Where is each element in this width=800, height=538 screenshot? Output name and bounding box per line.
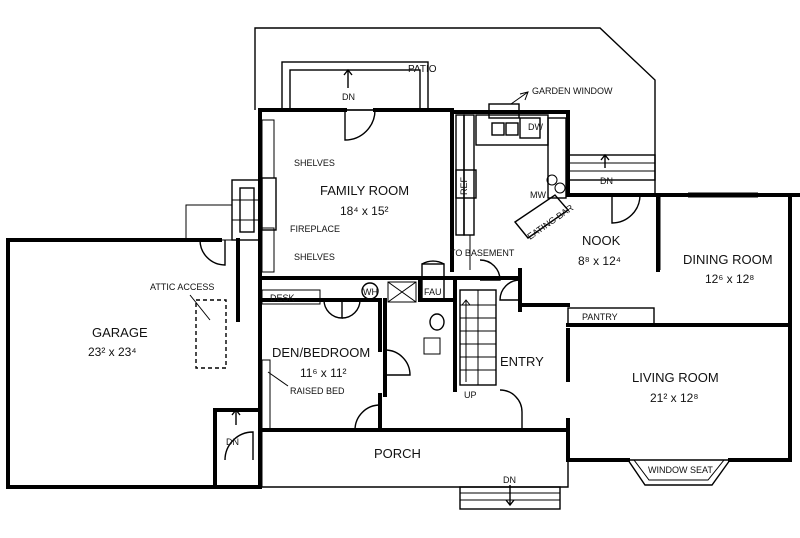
nook-dim: 8⁸ x 12⁴ — [578, 254, 621, 268]
family-room-label: FAMILY ROOM — [320, 183, 409, 198]
pantry-label: PANTRY — [582, 312, 618, 322]
garage-dn-label: DN — [226, 437, 239, 447]
nook-label: NOOK — [582, 233, 621, 248]
to-basement-label: TO BASEMENT — [450, 248, 515, 258]
eating-bar-label: EATING BAR — [525, 202, 575, 241]
living-room-bay — [626, 459, 732, 486]
living-room-label: LIVING ROOM — [632, 370, 719, 385]
den-bedroom-label: DEN/BEDROOM — [272, 345, 370, 360]
dining-room-dim: 12⁶ x 12⁸ — [705, 272, 754, 286]
garage-dim: 23² x 23⁴ — [88, 345, 137, 359]
walls — [6, 108, 800, 489]
family-room-details — [185, 109, 376, 273]
fireplace-label: FIREPLACE — [290, 224, 340, 234]
porch-label: PORCH — [374, 446, 421, 461]
deck-dn-label: DN — [600, 176, 613, 186]
dining-room-label: DINING ROOM — [683, 252, 773, 267]
window-seat-label: WINDOW SEAT — [648, 465, 713, 475]
desk-label: DESK — [270, 293, 295, 303]
den-bedroom-dim: 11⁶ x 11² — [300, 366, 347, 380]
wh-label: WH — [363, 287, 378, 297]
kitchen — [455, 91, 570, 270]
garage-details — [7, 265, 254, 461]
living-room-dim: 21² x 12⁸ — [650, 391, 698, 405]
porch-dn-label: DN — [503, 475, 516, 485]
mw-label: MW — [530, 190, 546, 200]
patio-dn-label: DN — [342, 92, 355, 102]
porch — [259, 430, 569, 510]
garage-label: GARAGE — [92, 325, 148, 340]
garden-window-label: GARDEN WINDOW — [532, 86, 613, 96]
patio-label: PATIO — [408, 64, 437, 75]
ref-label: REF — [459, 176, 469, 195]
entry-label: ENTRY — [500, 354, 544, 369]
attic-access-label: ATTIC ACCESS — [150, 282, 214, 292]
stairs-up-label: UP — [464, 390, 477, 400]
shelves-top-label: SHELVES — [294, 158, 335, 168]
fau-label: FAU — [424, 287, 442, 297]
den-hall-details — [261, 260, 445, 431]
room-labels: PATIO DN GARDEN WINDOW SHELVES FAMILY RO… — [88, 64, 773, 485]
raised-bed-label: RAISED BED — [290, 386, 345, 396]
shelves-bottom-label: SHELVES — [294, 252, 335, 262]
stairs — [459, 259, 523, 431]
nook-dining-details — [567, 192, 758, 325]
dw-label: DW — [528, 122, 543, 132]
patio — [254, 27, 656, 195]
family-room-dim: 18⁴ x 15² — [340, 204, 389, 218]
